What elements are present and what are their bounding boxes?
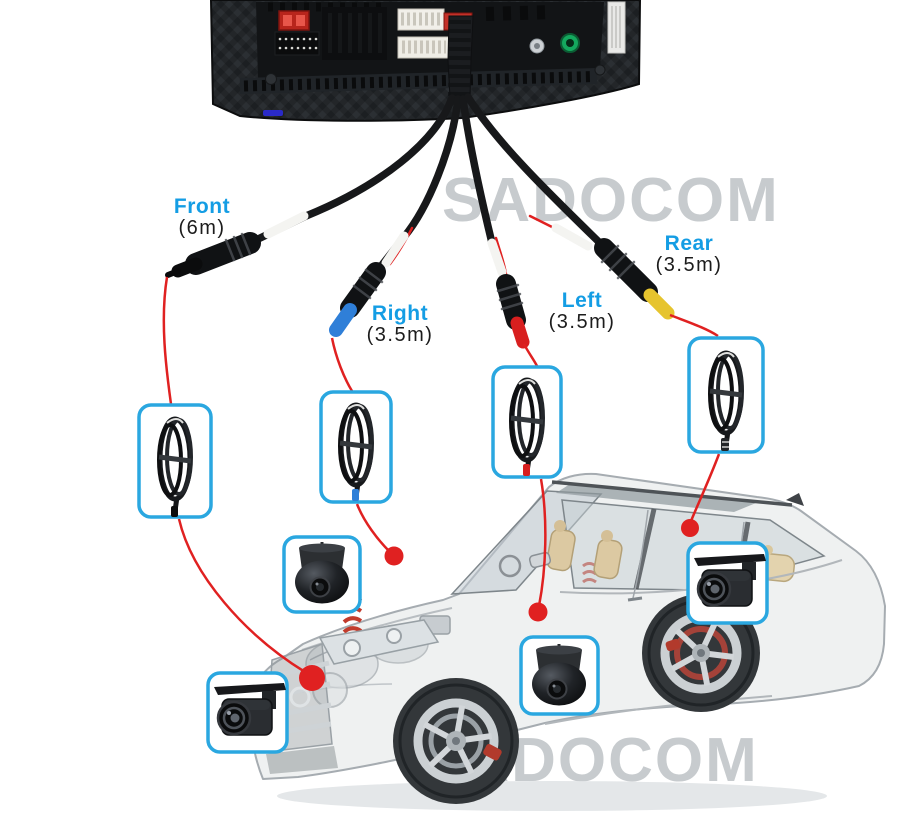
shark-fin-antenna — [786, 493, 804, 506]
sleeve-left — [487, 238, 507, 277]
cable-right — [374, 95, 462, 274]
route-left-upper — [522, 343, 539, 367]
car-stereo-rear-panel — [209, 0, 642, 122]
label-left-name: Left — [561, 289, 603, 312]
car-shadow — [277, 781, 827, 811]
label-left-length: (3.5m) — [548, 311, 616, 334]
harness-connector-lower — [397, 36, 451, 59]
brake-caliper — [483, 744, 502, 761]
mount-point-rear — [681, 519, 699, 537]
b-pillar — [633, 508, 657, 590]
callout-boxes — [137, 336, 769, 754]
camera-extension-harness — [165, 93, 675, 349]
label-rear-camera: Rear (3.5m) — [655, 232, 723, 277]
steering-wheel — [498, 554, 522, 578]
dome-camera-icon — [530, 642, 588, 707]
roof-rail — [551, 480, 793, 507]
rocker-line — [544, 695, 773, 725]
label-rear-name: Rear — [664, 232, 714, 255]
route-front-lower — [177, 518, 306, 674]
label-left-camera: Left (3.5m) — [548, 289, 616, 334]
headlight — [318, 619, 440, 665]
route-rear-upper — [669, 313, 719, 338]
sim-slot — [263, 110, 283, 116]
route-right-upper — [330, 337, 354, 392]
route-left-lower — [537, 478, 547, 607]
vent-slots — [485, 5, 553, 21]
route-rear-lower — [689, 453, 721, 522]
cable-left — [459, 95, 510, 286]
panoramic-roof — [556, 484, 756, 512]
brand-emblem — [289, 686, 311, 708]
connector-front — [165, 232, 261, 278]
label-right-name: Right — [371, 302, 429, 325]
mount-points — [299, 519, 699, 691]
mount-point-left — [528, 602, 548, 622]
label-rear-length: (3.5m) — [655, 254, 723, 277]
label-front-name: Front — [173, 195, 231, 218]
screw — [594, 64, 606, 76]
connector-rear — [594, 238, 675, 320]
route-front-upper — [162, 276, 173, 405]
screw — [265, 73, 277, 85]
cable-front — [252, 94, 456, 244]
brake-caliper — [665, 638, 681, 652]
sleeve-right — [381, 231, 409, 268]
label-right-camera: Right (3.5m) — [366, 302, 434, 347]
routing-wires — [162, 276, 721, 674]
vent-block — [322, 7, 387, 60]
label-right-length: (3.5m) — [366, 324, 434, 347]
label-front-camera: Front (6m) — [173, 195, 231, 240]
pin-header — [274, 31, 320, 56]
watermark-top: SADOCOM — [442, 166, 780, 235]
lower-intake — [266, 746, 338, 774]
sleeve-rear — [551, 223, 593, 251]
connector-left — [496, 274, 530, 349]
mount-point-front — [299, 665, 325, 691]
mount-point-right — [384, 546, 404, 566]
route-right-lower — [355, 503, 390, 552]
cable-rear — [464, 93, 606, 249]
connector-right — [329, 262, 386, 337]
front-wheel — [393, 678, 519, 804]
label-front-length: (6m) — [178, 217, 226, 240]
sleeve-front — [263, 211, 309, 239]
dome-camera-icon — [293, 540, 351, 605]
